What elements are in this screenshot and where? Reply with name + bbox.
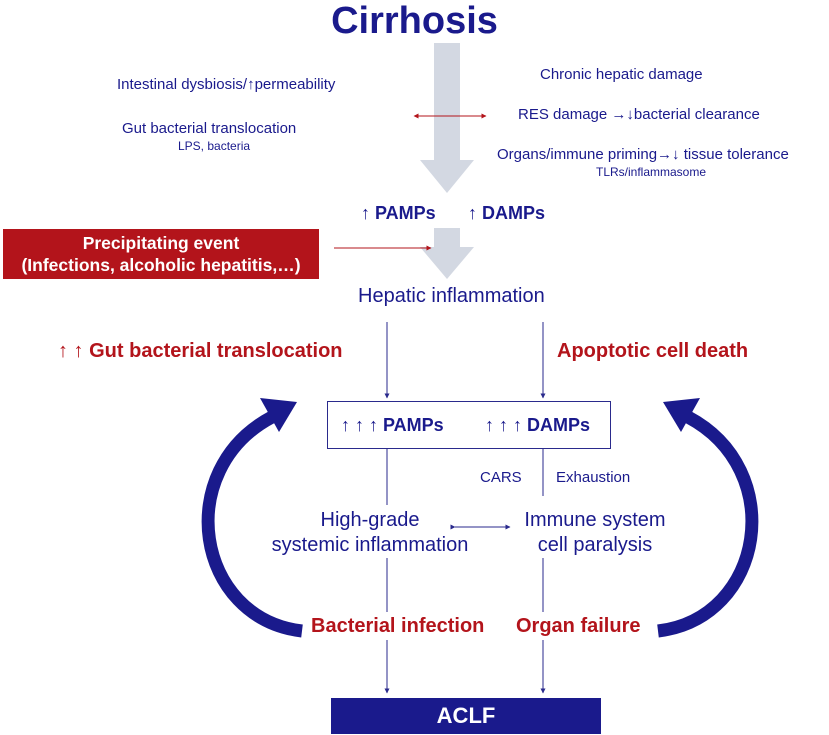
systemic-inflammation-line1: High-grade <box>320 509 420 531</box>
res-damage-label: RES damage →↓bacterial clearance <box>518 106 760 123</box>
intestinal-dysbiosis-label: Intestinal dysbiosis/↑permeability <box>117 76 336 93</box>
apoptotic-cell-death-label: Apoptotic cell death <box>557 340 749 362</box>
cars-label: CARS <box>480 469 522 486</box>
immune-paralysis-line1: Immune system <box>524 509 666 531</box>
hepatic-inflammation-label: Hepatic inflammation <box>358 285 545 307</box>
bacterial-infection-label: Bacterial infection <box>311 615 485 637</box>
pamps-top-label: ↑ PAMPs <box>361 203 436 223</box>
right-feedback-curved-arrow <box>657 398 759 638</box>
gray-arrow-bottom <box>420 228 474 279</box>
lps-bacteria-label: LPS, bacteria <box>178 139 251 153</box>
exhaustion-label: Exhaustion <box>556 469 631 486</box>
organs-priming-label: Organs/immune priming→↓ tissue tolerance <box>497 146 789 163</box>
immune-paralysis-line2: cell paralysis <box>537 534 653 556</box>
precipitating-event-title: Precipitating event <box>82 233 240 253</box>
systemic-inflammation-label: High-grade systemic inflammation <box>270 508 470 558</box>
tlrs-label: TLRs/inflammasome <box>596 165 707 179</box>
damps-box-label: ↑ ↑ ↑ DAMPs <box>485 415 591 435</box>
gut-translocation-increase-label: ↑ ↑ Gut bacterial translocation <box>58 340 343 362</box>
pamps-damps-box <box>327 401 611 449</box>
organ-failure-label: Organ failure <box>516 615 641 637</box>
damps-top-label: ↑ DAMPs <box>468 203 546 223</box>
left-feedback-curved-arrow <box>201 398 303 638</box>
chronic-damage-label: Chronic hepatic damage <box>540 66 703 83</box>
aclf-box: ACLF <box>331 698 601 734</box>
systemic-inflammation-line2: systemic inflammation <box>271 534 469 556</box>
precipitating-event-box: Precipitating event (Infections, alcohol… <box>3 229 319 279</box>
immune-paralysis-label: Immune system cell paralysis <box>505 508 685 558</box>
gray-arrow-top <box>420 43 474 193</box>
diagram-title: Cirrhosis <box>331 0 498 42</box>
pamps-box-label: ↑ ↑ ↑ PAMPs <box>341 415 444 435</box>
precipitating-event-examples: (Infections, alcoholic hepatitis,…) <box>21 255 301 275</box>
gut-translocation-label: Gut bacterial translocation <box>122 120 297 137</box>
